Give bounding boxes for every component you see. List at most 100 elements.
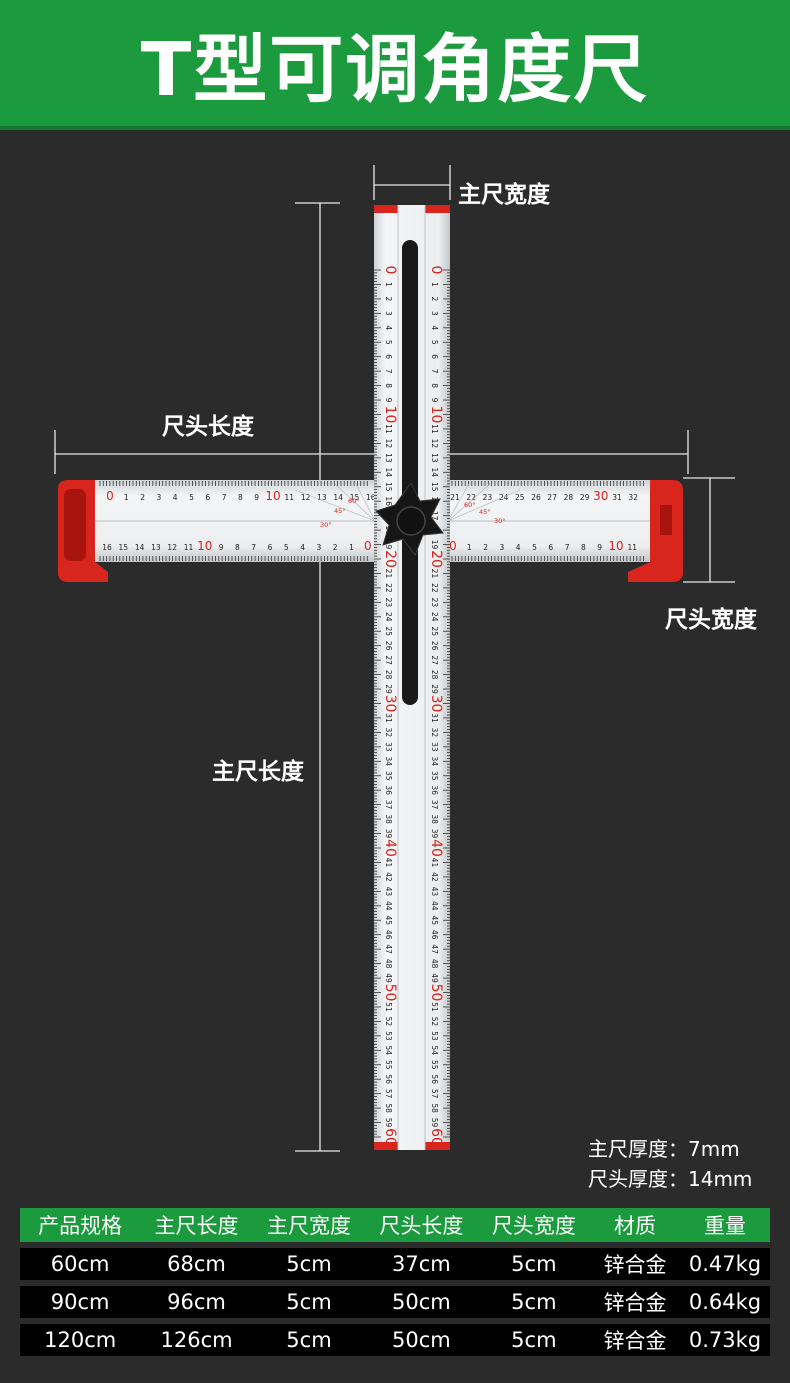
main-scale-number: 27 (430, 655, 439, 665)
head-scale-number: 7 (565, 543, 570, 552)
main-scale-number: 22 (384, 583, 393, 593)
head-scale-number: 6 (205, 493, 210, 502)
main-scale-number: 31 (430, 713, 439, 723)
main-scale-number: 60 (382, 1128, 398, 1146)
main-scale-number: 46 (384, 930, 393, 940)
head-scale-number: 5 (284, 543, 289, 552)
main-scale-number: 20 (428, 550, 444, 568)
main-scale-number: 5 (384, 340, 393, 345)
spec-table-header: 产品规格 主尺长度 主尺宽度 尺头长度 尺头宽度 材质 重量 (20, 1208, 770, 1242)
main-thickness: 主尺厚度：7mm (588, 1137, 740, 1161)
table-row: 120cm 126cm 5cm 50cm 5cm 锌合金 0.73kg (20, 1324, 770, 1356)
head-scale-number: 0 (449, 539, 457, 553)
main-scale-number: 35 (430, 771, 439, 781)
head-scale-number: 6 (548, 543, 553, 552)
main-scale-number: 52 (430, 1017, 439, 1027)
header-head-width: 尺头宽度 (491, 1214, 576, 1238)
head-scale-number: 0 (364, 539, 372, 553)
head-scale-number: 21 (450, 493, 460, 502)
main-scale-number: 39 (384, 829, 393, 839)
head-scale-number: 31 (612, 493, 622, 502)
main-scale-number: 33 (384, 742, 393, 752)
main-scale-number: 34 (430, 757, 439, 767)
head-scale-number: 2 (483, 543, 488, 552)
head-scale-number: 5 (532, 543, 537, 552)
main-scale-number: 42 (430, 872, 439, 882)
main-scale-number: 50 (428, 984, 444, 1002)
main-scale-number: 24 (384, 612, 393, 622)
main-scale-number: 13 (384, 453, 393, 463)
table-cell: 50cm (392, 1290, 451, 1314)
head-scale-number: 9 (219, 543, 224, 552)
main-scale-number: 57 (384, 1089, 393, 1099)
main-scale-number: 6 (430, 354, 439, 359)
table-cell: 锌合金 (603, 1329, 667, 1353)
head-scale-number: 16 (102, 543, 112, 552)
table-cell: 90cm (50, 1290, 110, 1314)
head-scale-number: 24 (499, 493, 509, 502)
main-scale-number: 10 (382, 406, 398, 424)
main-scale-number: 13 (430, 453, 439, 463)
main-scale-number: 4 (430, 325, 439, 330)
head-scale-number: 27 (547, 493, 557, 502)
head-scale-number: 25 (515, 493, 525, 502)
main-scale-number: 29 (430, 684, 439, 694)
main-scale-number: 12 (384, 439, 393, 449)
main-scale-number: 26 (384, 641, 393, 651)
main-scale-number: 34 (384, 757, 393, 767)
label-head-width: 尺头宽度 (665, 607, 757, 633)
header-main-width: 主尺宽度 (266, 1214, 351, 1238)
main-scale-number: 1 (430, 282, 439, 287)
main-scale-number: 50 (382, 984, 398, 1002)
main-scale-number: 26 (430, 641, 439, 651)
head-scale-number: 15 (350, 493, 360, 502)
main-scale-number: 30 (428, 695, 444, 713)
main-scale-number: 55 (384, 1060, 393, 1070)
header-main-length: 主尺长度 (154, 1214, 239, 1238)
head-scale-number: 4 (300, 543, 305, 552)
head-scale-number: 10 (265, 489, 280, 503)
angle-label-45-left: 45° (334, 507, 346, 515)
main-scale-number: 39 (430, 829, 439, 839)
main-scale-number: 32 (430, 728, 439, 738)
head-scale-number: 1 (124, 493, 129, 502)
head-scale-number: 13 (317, 493, 327, 502)
main-scale-number: 46 (430, 930, 439, 940)
main-scale-number: 41 (384, 858, 393, 868)
main-scale-number: 29 (384, 684, 393, 694)
head-scale-number: 29 (580, 493, 590, 502)
head-scale-number: 7 (251, 543, 256, 552)
main-scale-number: 12 (430, 439, 439, 449)
head-scale-number: 2 (140, 493, 145, 502)
locking-knob-icon (375, 482, 444, 557)
main-scale-number: 5 (430, 340, 439, 345)
table-cell: 96cm (167, 1290, 226, 1314)
head-scale-number: 7 (222, 493, 227, 502)
table-cell: 5cm (286, 1328, 332, 1352)
main-scale-number: 7 (430, 369, 439, 374)
page-title: T型可调角度尺 (140, 26, 650, 113)
main-scale-number: 40 (382, 839, 398, 857)
main-scale-number: 57 (430, 1089, 439, 1099)
head-scale-number: 10 (197, 539, 212, 553)
head-scale-number: 12 (301, 493, 311, 502)
main-scale-number: 36 (430, 785, 439, 795)
main-scale-number: 2 (384, 297, 393, 302)
main-scale-number: 0 (382, 266, 398, 275)
label-head-length: 尺头长度 (162, 414, 254, 440)
main-scale-number: 17 (430, 511, 439, 521)
main-scale-number: 60 (428, 1128, 444, 1146)
head-scale-number: 11 (628, 543, 638, 552)
main-scale-number: 59 (430, 1118, 439, 1128)
main-scale-number: 45 (384, 915, 393, 925)
angle-label-45-right: 45° (479, 508, 491, 516)
main-scale-number: 15 (384, 482, 393, 492)
table-cell: 0.47kg (688, 1252, 762, 1276)
main-scale-number: 43 (384, 887, 393, 897)
main-scale-number: 0 (428, 266, 444, 275)
main-scale-number: 3 (430, 311, 439, 316)
head-scale-number: 9 (254, 493, 259, 502)
main-scale-number: 21 (384, 569, 393, 579)
main-scale-number: 43 (430, 887, 439, 897)
